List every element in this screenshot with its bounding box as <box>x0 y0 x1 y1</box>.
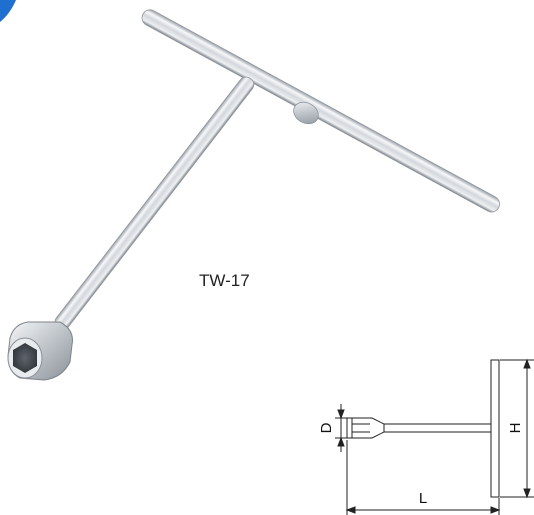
wrench-shaft <box>54 76 255 331</box>
model-number-label: TW-17 <box>199 271 250 290</box>
t-handle-crossbar <box>141 9 500 213</box>
corner-accent-shape <box>0 0 16 22</box>
dimension-drawing <box>335 358 534 515</box>
height-label: H <box>507 423 524 434</box>
drawing-shaft <box>383 423 492 433</box>
socket-head <box>7 321 73 381</box>
diameter-label: D <box>318 422 335 433</box>
hex-opening <box>13 343 37 373</box>
drawing-crossbar <box>490 359 500 498</box>
drawing-socket <box>346 417 385 439</box>
length-label: L <box>419 490 427 507</box>
handle-joint <box>293 101 319 125</box>
